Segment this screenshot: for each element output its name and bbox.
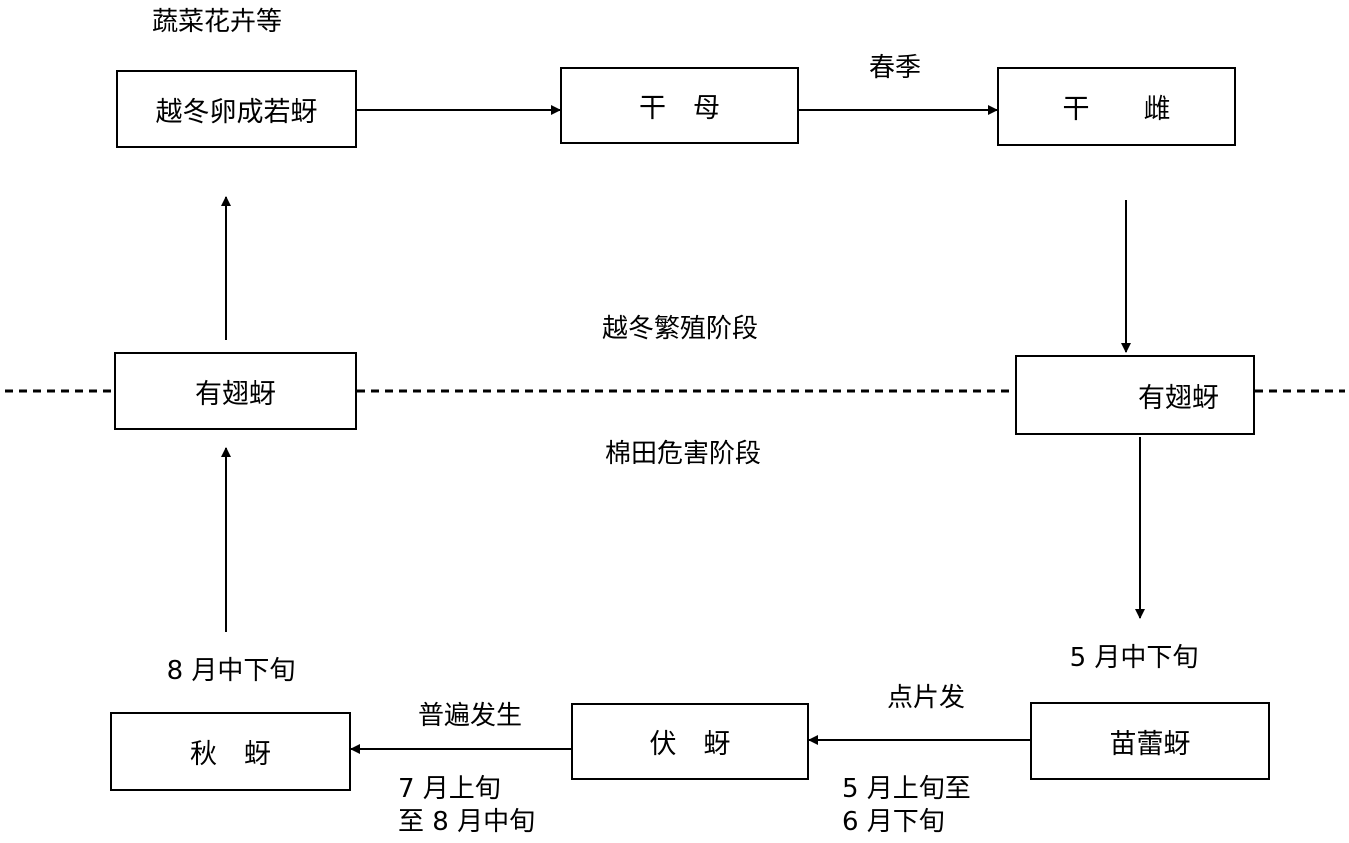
node-autumn-aphid: 秋 蚜 [110,712,351,791]
node-winged-aphid-left-label: 有翅蚜 [195,378,276,410]
edge-label-spring: 春季 [868,53,922,83]
node-autumn-aphid-label: 秋 蚜 [190,739,271,770]
host-plants-note: 蔬菜花卉等 [152,7,283,37]
node-winged-aphid-left: 有翅蚜 [114,352,357,430]
node-fundatrix-label: 干 母 [639,93,720,124]
edge-label-may-to-june: 5 月上旬至 6 月下旬 [842,773,971,838]
edge-label-aug-mid-late: 8 月中下旬 [166,656,296,686]
node-fundatrigeniae-label: 干 雌 [1062,94,1171,125]
stage-label-cotton-damage: 棉田危害阶段 [604,439,762,469]
node-fundatrigeniae: 干 雌 [997,67,1236,146]
node-overwintering-egg-label: 越冬卵成若蚜 [155,96,318,128]
edge-label-may-to-june-line2: 6 月下旬 [842,806,945,837]
node-fundatrix: 干 母 [560,67,799,144]
edge-label-may-mid-late: 5 月中下旬 [1069,643,1199,673]
node-winged-aphid-right-label: 有翅蚜 [1138,382,1219,414]
node-summer-aphid-label: 伏 蚜 [649,729,731,760]
node-winged-aphid-right: 有翅蚜 [1015,355,1255,435]
node-overwintering-egg: 越冬卵成若蚜 [116,70,357,148]
edge-label-july-to-aug: 7 月上旬 至 8 月中旬 [398,773,535,838]
stage-label-overwintering: 越冬繁殖阶段 [601,314,759,344]
edge-label-may-to-june-line1: 5 月上旬至 [842,774,971,804]
node-seedling-aphid: 苗蕾蚜 [1030,702,1270,780]
edge-label-widespread: 普遍发生 [417,701,523,731]
edge-label-july-to-aug-line2: 至 8 月中旬 [398,806,536,837]
node-seedling-aphid-label: 苗蕾蚜 [1109,728,1191,760]
node-summer-aphid: 伏 蚜 [571,703,809,780]
edge-label-scattered: 点片发 [886,683,966,713]
edge-label-july-to-aug-line1: 7 月上旬 [398,774,501,804]
